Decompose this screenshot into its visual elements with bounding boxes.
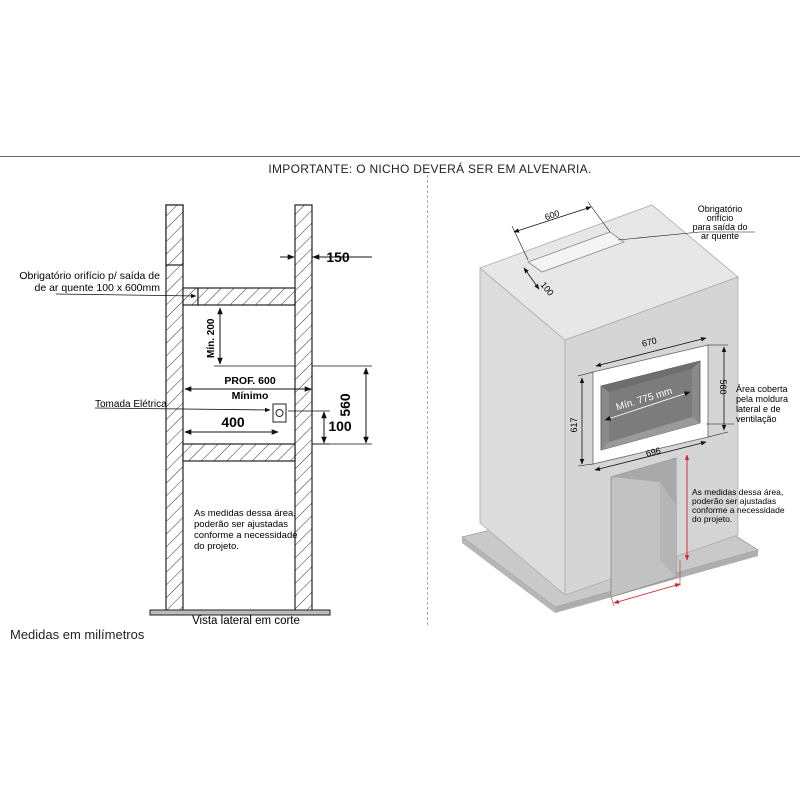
left-note-3: conforme a necessidade [194,530,298,541]
right-note-4: do projeto. [692,514,732,524]
red-width-dim [613,583,681,604]
left-note-2: poderão ser ajustadas [194,519,288,530]
left-note-4: do projeto. [194,541,239,552]
minimo-label: Mínimo [232,390,269,402]
min-200-label: Mín. 200 [206,318,217,358]
orifice-label-2: de ar quente 100 x 600mm [35,282,161,294]
area-label-3: lateral e de [736,404,781,414]
units-note: Medidas em milímetros [10,627,145,642]
area-label-2: pela moldura [736,394,788,404]
dim-150: 150 [326,249,350,265]
slab-left-stub [182,287,199,306]
orifice-label-1: Obrigatório orifício p/ saída de [19,270,160,282]
dim-100: 100 [328,418,352,434]
isometric-view: 600 100 Obrigatório orifício para saída … [461,201,788,613]
important-note: IMPORTANTE: O NICHO DEVERÁ SER EM ALVENA… [268,162,592,176]
right-note-3: conforme a necessidade [692,505,785,515]
section-caption: Vista lateral em corte [192,615,300,627]
view-separator [427,175,428,625]
dim-670: 670 [641,335,658,348]
section-view: 150 Obrigatório orifício p/ saída de de … [19,204,372,627]
area-label-4: ventilação [736,414,777,424]
right-note-1: As medidas dessa área, [692,487,783,497]
orifice-r-1: Obrigatório [698,204,743,214]
dim-617: 617 [569,417,579,432]
dim-560-r: 560 [718,379,728,394]
orifice-r-3: para saída do [692,222,747,232]
dim-560: 560 [337,393,353,417]
prof-600-label: PROF. 600 [224,375,276,387]
orifice-r-4: ar quente [701,231,739,241]
dim-696: 696 [645,445,662,458]
dim-400: 400 [221,414,245,430]
orifice-r-2: orifício [707,213,734,223]
left-note-1: As medidas dessa área, [194,508,296,519]
upper-slab [197,287,296,306]
right-note-2: poderão ser ajustadas [692,496,776,506]
tomada-label: Tomada Elétrica [95,399,167,410]
socket-icon [272,403,287,423]
dim-600: 600 [543,208,560,222]
area-label-1: Área coberta [736,384,788,394]
top-divider [0,156,800,157]
lower-slab [182,443,296,462]
right-wall [294,204,313,613]
